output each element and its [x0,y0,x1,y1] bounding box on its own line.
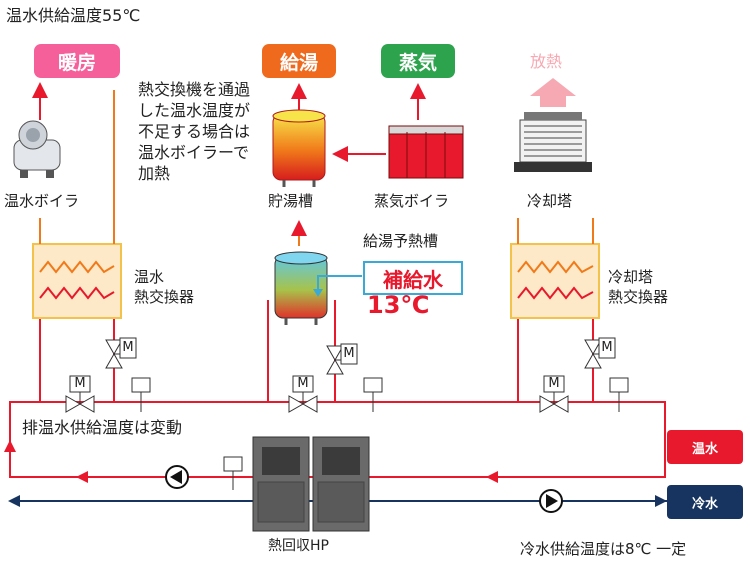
heat-pump-unit [252,436,370,532]
pump-cold [539,489,563,513]
makeup-water-temp: 13℃ [367,291,430,319]
storage-tank [272,109,326,187]
hot-water-hx-label-1: 温水 [134,268,165,286]
valve-m-3: M [297,376,309,391]
hot-water-hx-label-2: 熱交換器 [134,288,195,306]
motor-valve-4 [326,343,358,375]
storage-tank-label: 貯湯槽 [268,192,314,210]
heat-pump-label: 熱回収HP [268,538,329,554]
boiler-label: 温水ボイラ [4,192,80,210]
loop-arrowhead [4,440,16,452]
cooling-hx [510,243,600,319]
motor-valve-2 [105,337,137,369]
supply-temp-title: 温水供給温度55℃ [6,6,141,25]
makeup-arrowhead [313,289,323,297]
valve-m-2: M [122,340,134,355]
valve-m-5: M [548,376,560,391]
steam-boiler [388,125,464,179]
preheat-tank-label: 給湯予熱槽 [363,232,439,250]
legend-hot: 温水 [667,430,743,464]
motor-valve-6 [584,337,616,369]
legend-cold: 冷水 [667,485,743,519]
steam-boiler-label: 蒸気ボイラ [374,192,450,210]
valve-m-6: M [601,340,613,355]
cooling-tower-label: 冷却塔 [527,192,573,210]
motor-valve-1 [65,375,95,413]
heating-tag: 暖房 [34,44,120,78]
hot-water-boiler [13,120,61,178]
steam-tag: 蒸気 [381,44,455,78]
cooling-hx-label-2: 熱交換器 [608,288,669,306]
preheat-tank [274,251,328,325]
cooling-tower-unit [514,112,592,172]
cooling-hx-label-1: 冷却塔 [608,268,654,286]
cold-supply-note: 冷水供給温度は8℃ 一定 [520,540,687,558]
heat-release-label: 放熱 [530,52,563,71]
makeup-water-line [317,275,362,290]
return-arrowhead-2 [76,471,88,483]
hot-water-hx [32,243,122,319]
return-arrowhead [486,471,498,483]
valve-m-1: M [74,376,86,391]
hot-water-tag: 給湯 [262,44,336,78]
valve-m-4: M [343,346,355,361]
heat-release-arrow [530,78,576,107]
motor-valve-3 [288,375,318,413]
makeup-water-label: 補給水 [363,261,463,295]
temperature-sensors [131,377,629,490]
motor-valve-5 [539,375,569,413]
exhaust-note: 排温水供給温度は変動 [22,418,183,437]
boiler-note: 熱交換機を通過した温水温度が不足する場合は温水ボイラーで加熱 [138,80,251,184]
pump-hot [165,465,189,489]
hx-feed-lines [39,90,594,244]
